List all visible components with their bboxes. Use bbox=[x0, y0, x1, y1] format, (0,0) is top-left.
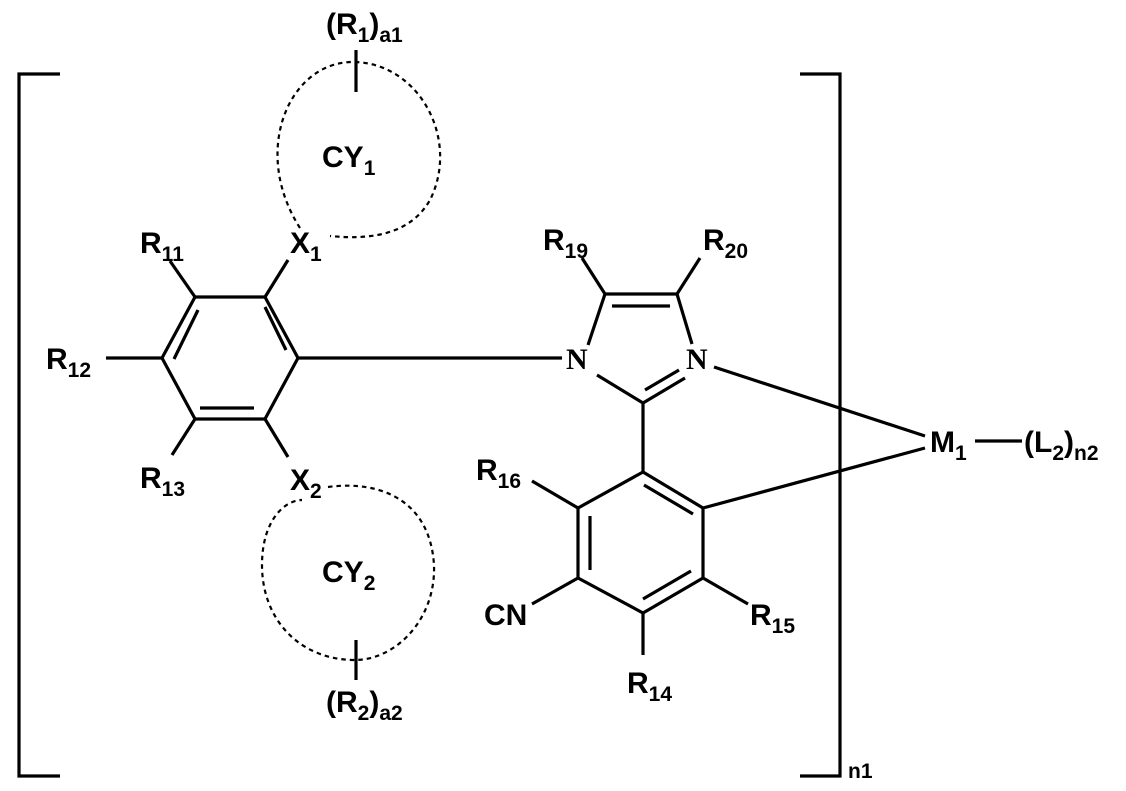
r14-label: R14 bbox=[627, 667, 672, 706]
bond-r11 bbox=[170, 261, 195, 297]
r12-label: R12 bbox=[46, 343, 91, 382]
cy2-label: CY2 bbox=[322, 556, 375, 595]
cn-label: CN bbox=[484, 599, 527, 632]
n-left-label: N bbox=[566, 343, 588, 376]
imidazole-ring bbox=[588, 294, 692, 403]
bond-c-metal bbox=[703, 448, 925, 508]
n-right-label: N bbox=[686, 343, 708, 376]
right-bracket bbox=[800, 74, 840, 776]
r2-label: (R2)a2 bbox=[326, 686, 403, 725]
r15-label: R15 bbox=[750, 599, 795, 638]
r20-label: R20 bbox=[703, 224, 748, 263]
r1-label: (R1)a1 bbox=[326, 8, 403, 47]
x2-label: X2 bbox=[290, 464, 322, 503]
r13-label: R13 bbox=[140, 462, 185, 501]
bond-r13 bbox=[172, 419, 195, 455]
bond-r19 bbox=[582, 258, 605, 294]
r16-label: R16 bbox=[476, 454, 521, 493]
x1-label: X1 bbox=[290, 227, 322, 266]
r19-label: R19 bbox=[543, 224, 588, 263]
m1-label: M1 bbox=[930, 426, 967, 465]
bond-r15 bbox=[703, 578, 748, 604]
bond-cn bbox=[532, 578, 578, 604]
left-benzene-ring bbox=[162, 297, 298, 419]
lower-benzene-ring bbox=[578, 472, 703, 613]
cy1-label: CY1 bbox=[322, 141, 376, 180]
bond-x2 bbox=[265, 419, 288, 457]
r11-label: R11 bbox=[140, 227, 184, 266]
bond-x1 bbox=[265, 260, 288, 297]
bond-r20 bbox=[677, 258, 700, 294]
bracket-count-label: n1 bbox=[848, 760, 873, 783]
bond-r16 bbox=[532, 481, 578, 508]
l2-label: (L2)n2 bbox=[1024, 426, 1099, 465]
bond-n-metal bbox=[714, 367, 925, 436]
left-bracket bbox=[19, 74, 60, 776]
